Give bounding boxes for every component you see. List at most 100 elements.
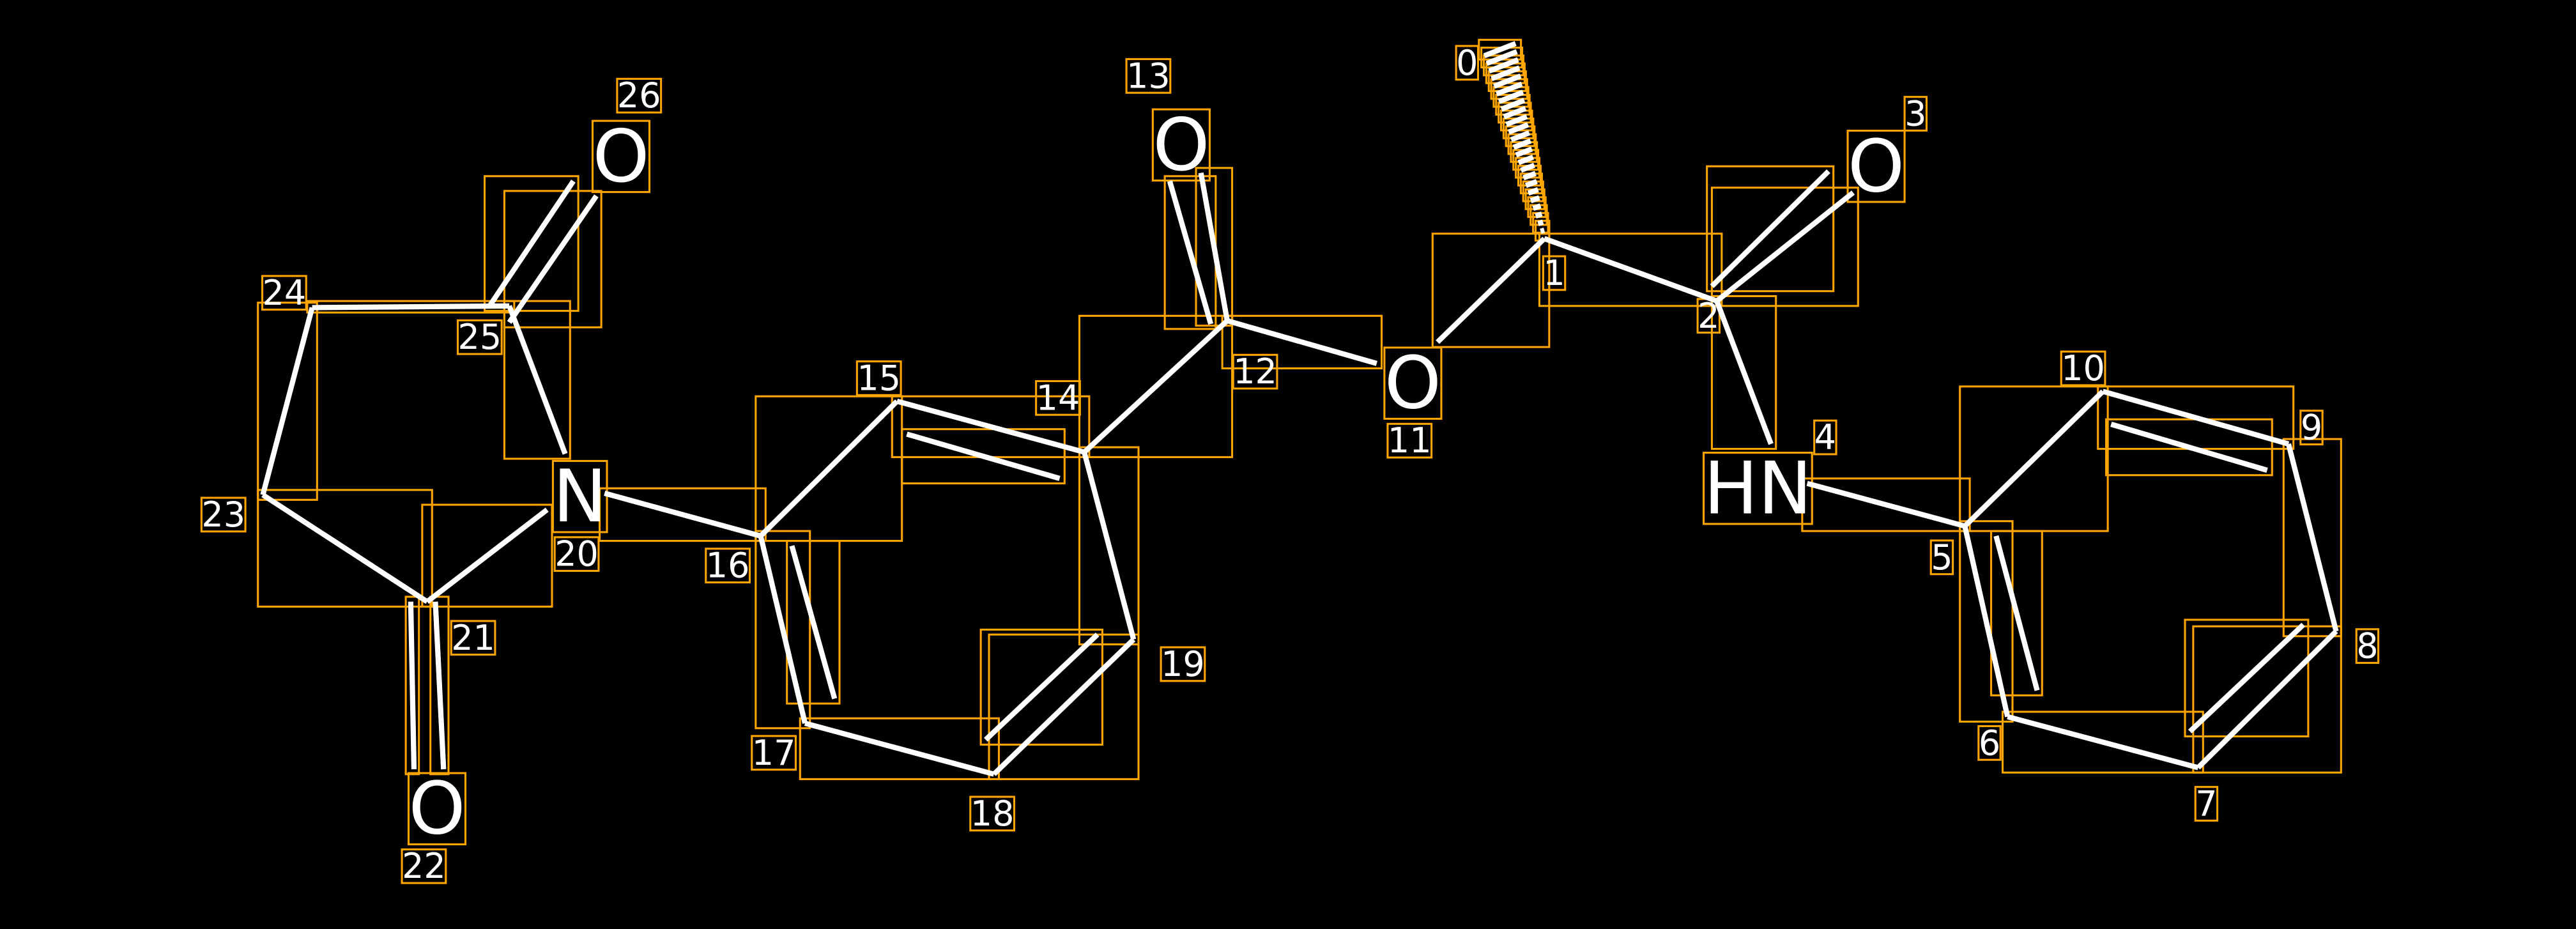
atom-index-17: 17 (752, 733, 796, 773)
bond-2-3 (1715, 190, 1855, 303)
bond-25-20-box (503, 300, 571, 460)
atom-index-box (855, 360, 902, 396)
atom-index-box (751, 735, 797, 771)
wedge-hash (1515, 146, 1533, 158)
wedge-hash (1517, 155, 1535, 165)
bond-16-17 (789, 545, 838, 700)
wedge-hash (1488, 57, 1519, 74)
atom-symbol-box (591, 119, 651, 194)
atom-index-7: 7 (2195, 784, 2217, 824)
bond-10-5 (1963, 389, 2105, 528)
atom-index-14: 14 (1036, 378, 1080, 418)
bond-17-18 (804, 721, 995, 777)
bond-9-10 (2102, 388, 2290, 447)
atom-index-box (261, 275, 307, 311)
bond-16-17 (758, 535, 808, 724)
atom-index-box (1035, 380, 1081, 416)
atom-index-24: 24 (262, 273, 306, 313)
bond-19-14 (1082, 451, 1137, 640)
bond-24-25-box (306, 300, 516, 314)
bounding-boxes (200, 38, 2380, 884)
atom-index-1: 1 (1543, 253, 1565, 293)
bond-23-24-box (257, 302, 318, 501)
bond-7-8-box (2192, 625, 2342, 774)
bond-8-9 (2286, 443, 2339, 633)
atom-index-13: 13 (1126, 56, 1170, 96)
atom-index-box (2060, 350, 2106, 387)
bond-4-5 (1806, 480, 1966, 529)
atom-index-box (553, 536, 600, 572)
atom-index-box (200, 496, 247, 533)
atom-index-26: 26 (617, 75, 661, 116)
wedge-hash (1540, 227, 1545, 234)
wedge-hash (1495, 81, 1523, 96)
atom-index-box (401, 848, 447, 884)
atom-symbol-box (1383, 346, 1443, 420)
atom-index-20: 20 (555, 534, 599, 574)
bond-2-3-box (1710, 187, 1859, 307)
atom-symbol-22: O (408, 767, 465, 851)
atom-index-8: 8 (2356, 626, 2378, 666)
bond-5-6 (1993, 535, 2040, 691)
bond-21-23-box (257, 489, 433, 608)
atom-index-0: 0 (1456, 43, 1478, 83)
atom-index-5: 5 (1931, 537, 1952, 578)
bond-5-6-box (1959, 520, 2014, 723)
bond-18-19 (984, 633, 1100, 742)
bond-18-19 (992, 637, 1136, 776)
bond-12-13-box (1195, 167, 1234, 327)
wedge-hash (1503, 105, 1527, 119)
wedge-hash (1491, 65, 1521, 81)
bond-12-13 (1198, 172, 1230, 321)
atom-index-box (616, 77, 663, 114)
atom-index-box (1386, 422, 1433, 459)
bond-8-9-box (2282, 438, 2342, 638)
atom-index-10: 10 (2061, 348, 2105, 388)
bonds (260, 41, 2339, 777)
bond-25-26-box (503, 190, 602, 328)
atom-index-box (450, 620, 496, 656)
atom-symbol-26: O (592, 114, 649, 199)
atom-index-6: 6 (1979, 723, 2000, 763)
bond-14-15 (906, 431, 1061, 481)
atom-index-4: 4 (1814, 417, 1836, 457)
bond-2-3-box (1706, 165, 1835, 293)
atom-index-box (1125, 58, 1172, 94)
bond-12-13 (1167, 180, 1214, 325)
bond-12-14 (1082, 318, 1229, 454)
atom-indices: 0123456789101112131415161718192021222324… (201, 43, 2378, 886)
bond-25-26 (507, 194, 599, 324)
bond-24-25 (312, 303, 510, 311)
bond-9-10 (2110, 422, 2268, 473)
bond-18-19-box (979, 628, 1103, 746)
atom-index-box (1160, 646, 1206, 682)
atom-index-18: 18 (970, 794, 1015, 834)
wedge-hash (1500, 98, 1526, 112)
wedge-hash (1535, 211, 1543, 219)
wedge-hash (1524, 179, 1538, 188)
bond-7-8-box (2184, 618, 2310, 738)
atom-index-25: 25 (457, 317, 502, 357)
bond-7-8 (2196, 629, 2338, 770)
bond-15-16 (758, 399, 899, 538)
atom-index-11: 11 (1388, 420, 1432, 461)
wedge-hash (1508, 122, 1529, 135)
bond-1-2-box (1538, 233, 1723, 307)
wedge-hash (1520, 162, 1535, 173)
atom-index-box (456, 319, 503, 355)
atom-symbol-20: N (553, 454, 607, 539)
bond-16-20-box (599, 487, 767, 542)
wedge-hash (1510, 130, 1531, 142)
bond-1-11 (1436, 236, 1547, 344)
wedge-hash (1527, 187, 1539, 196)
atom-symbol-4: HN (1704, 446, 1813, 530)
bond-17-18-box (799, 717, 1000, 780)
bond-2-3 (1710, 169, 1830, 288)
atom-symbol-11: O (1384, 341, 1441, 426)
atom-index-box (1813, 419, 1837, 456)
atom-index-3: 3 (1905, 94, 1926, 134)
atom-index-19: 19 (1161, 644, 1205, 684)
atom-index-box (1232, 353, 1278, 390)
